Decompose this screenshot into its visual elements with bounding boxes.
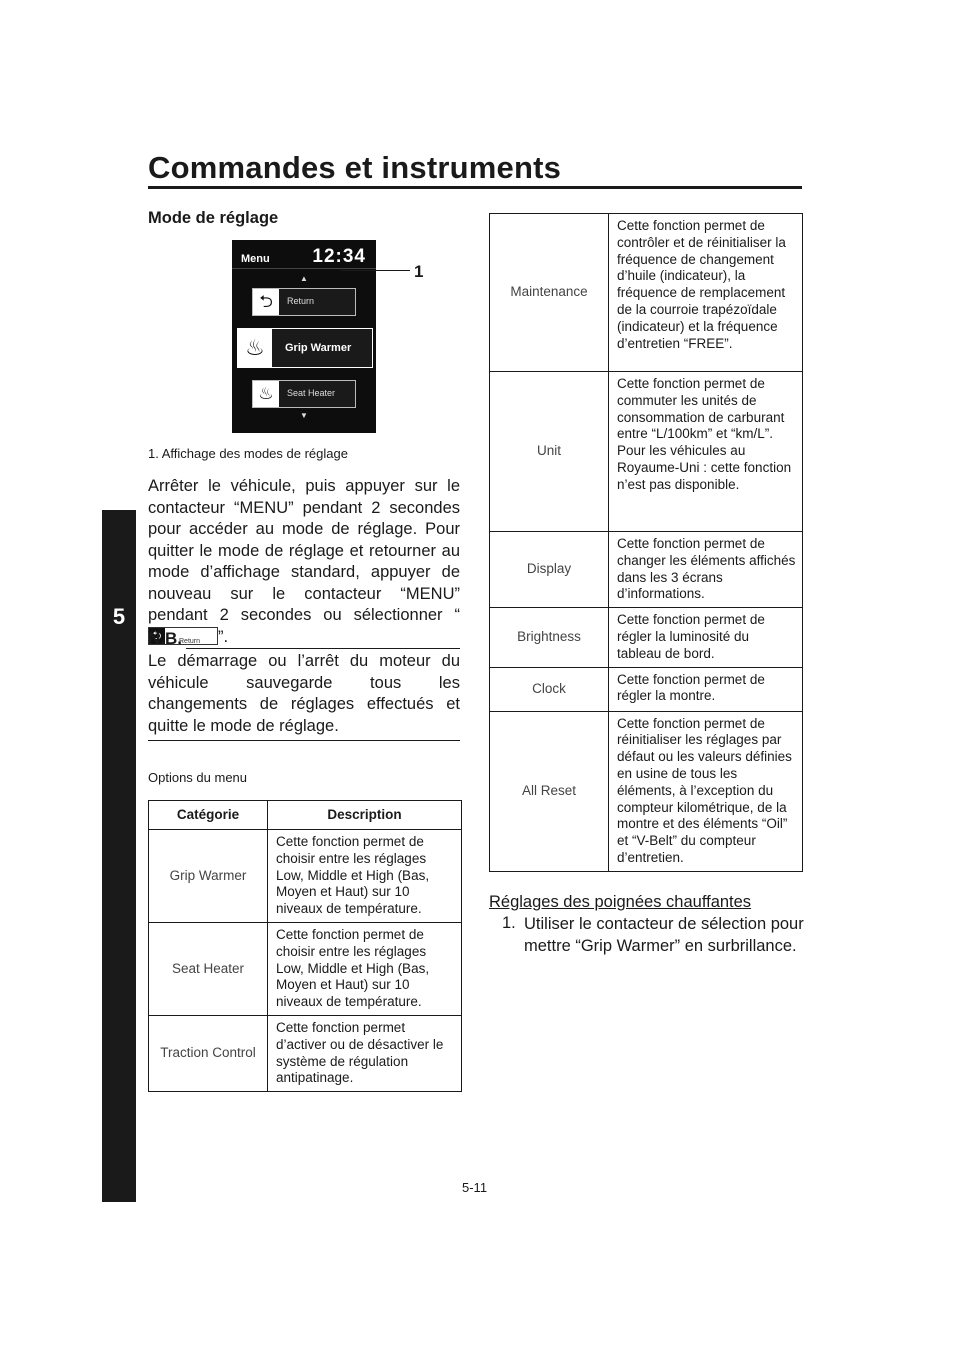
- note-title: N.B.: [148, 629, 182, 648]
- category-cell: Display: [489, 530, 609, 609]
- table-row: All Reset Cette fonction permet de réini…: [489, 710, 803, 872]
- step-number: 1.: [502, 914, 516, 932]
- column-header-category: Catégorie: [148, 800, 268, 830]
- body-paragraph-text-end: ”.: [218, 627, 229, 646]
- table-row: Brightness Cette fonction permet de régl…: [489, 607, 803, 668]
- table-row: Traction Control Cette fonction permet d…: [148, 1014, 462, 1093]
- note-text: Le démarrage ou l’arrêt du moteur du véh…: [148, 652, 460, 735]
- scroll-up-arrow-icon: ▲: [300, 274, 308, 283]
- screen-item-return: ⮌ Return: [252, 288, 356, 316]
- description-cell: Cette fonction permet de régler la lumin…: [608, 607, 803, 668]
- table-row: Display Cette fonction permet de changer…: [489, 530, 803, 609]
- note-rule-top: [186, 648, 460, 649]
- subheading-grip-warmer: Réglages des poignées chauffantes: [489, 893, 752, 911]
- section-heading: Mode de réglage: [148, 209, 279, 227]
- category-cell: Brightness: [489, 607, 609, 668]
- description-cell: Cette fonction permet de contrôler et de…: [608, 213, 803, 372]
- inline-return-label: Return: [179, 637, 201, 645]
- return-icon: ⮌: [149, 627, 165, 644]
- figure-caption: 1. Affichage des modes de réglage: [148, 446, 348, 461]
- callout-number: 1: [414, 262, 424, 281]
- description-cell: Cette fonction permet de commuter les un…: [608, 371, 803, 532]
- description-cell: Cette fonction permet de choisir entre l…: [267, 829, 462, 923]
- body-paragraph-text: Arrêter le véhicule, puis appuyer sur le…: [148, 477, 460, 624]
- body-paragraph: Arrêter le véhicule, puis appuyer sur le…: [148, 476, 460, 648]
- category-cell: Unit: [489, 371, 609, 532]
- chapter-tab-number: 5: [112, 604, 126, 629]
- category-cell: All Reset: [489, 710, 609, 872]
- description-cell: Cette fonction permet de réinitialiser l…: [608, 710, 803, 872]
- description-cell: Cette fonction permet de choisir entre l…: [267, 921, 462, 1016]
- options-label: Options du menu: [148, 770, 248, 785]
- scroll-down-arrow-icon: ▼: [300, 411, 308, 420]
- description-cell: Cette fonction permet d’activer ou de dé…: [267, 1014, 462, 1093]
- screen-item-label: Grip Warmer: [285, 342, 352, 354]
- seat-heater-icon: ♨: [253, 381, 279, 407]
- step-text: Utiliser le contacteur de sélection pour…: [524, 915, 804, 955]
- grip-warmer-icon: ♨: [238, 329, 272, 367]
- screen-item-seat-heater: ♨ Seat Heater: [252, 380, 356, 408]
- page-number: 5-11: [462, 1180, 488, 1195]
- callout-line: [340, 270, 410, 271]
- screen-item-label: Return: [287, 296, 315, 306]
- description-cell: Cette fonction permet de changer les élé…: [608, 530, 803, 609]
- category-cell: Grip Warmer: [148, 829, 268, 923]
- header-rule: [148, 186, 802, 189]
- screen-item-label: Seat Heater: [287, 388, 336, 398]
- display-screen-figure: Menu 12:34 ▲ ⮌ Return ♨ Grip Warmer ♨ Se…: [232, 240, 376, 433]
- table-row: Grip Warmer Cette fonction permet de cho…: [148, 829, 462, 923]
- table-row: Unit Cette fonction permet de commuter l…: [489, 371, 803, 532]
- category-cell: Seat Heater: [148, 921, 268, 1016]
- return-icon: ⮌: [253, 289, 279, 315]
- description-cell: Cette fonction permet de régler la montr…: [608, 666, 803, 712]
- screen-title: Menu: [241, 253, 270, 265]
- inline-return-button-image: ⮌ Return: [148, 626, 218, 645]
- chapter-tab: 5: [102, 510, 136, 1202]
- table-header-row: Catégorie Description: [148, 800, 462, 830]
- category-cell: Maintenance: [489, 213, 609, 372]
- category-cell: Traction Control: [148, 1014, 268, 1093]
- menu-options-table-right: Maintenance Cette fonction permet de con…: [489, 213, 803, 872]
- category-cell: Clock: [489, 666, 609, 712]
- column-header-description: Description: [267, 800, 462, 830]
- table-row: Clock Cette fonction permet de régler la…: [489, 666, 803, 712]
- table-row: Seat Heater Cette fonction permet de cho…: [148, 921, 462, 1016]
- screen-clock: 12:34: [312, 246, 366, 267]
- screen-item-grip-warmer: ♨ Grip Warmer: [237, 328, 373, 368]
- menu-options-table-left: Catégorie Description Grip Warmer Cette …: [148, 800, 462, 1093]
- table-row: Maintenance Cette fonction permet de con…: [489, 213, 803, 372]
- note-rule-bottom: [148, 740, 460, 741]
- screen-separator: [232, 268, 376, 269]
- page-header-title: Commandes et instruments: [148, 150, 562, 185]
